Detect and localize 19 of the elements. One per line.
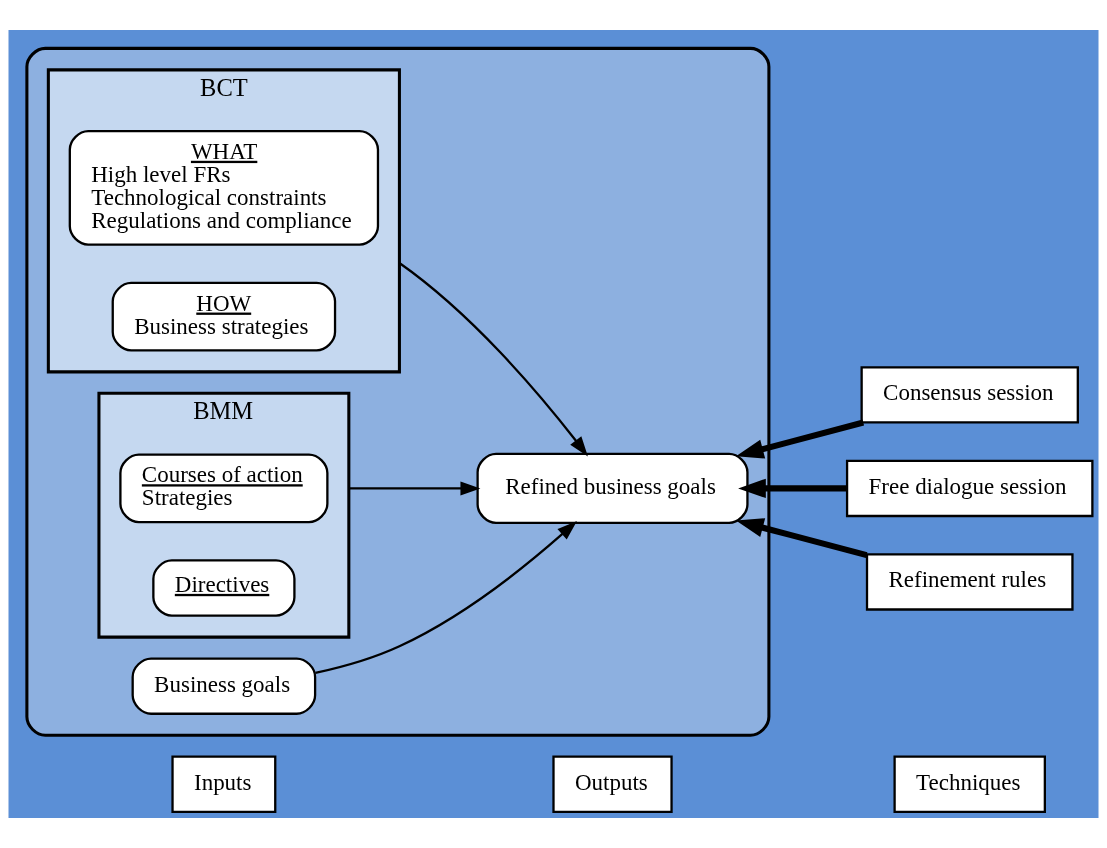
node-box: Courses of action Strategies (119, 453, 329, 524)
arrow (735, 518, 868, 559)
node-box: Directives (152, 559, 296, 617)
node-box: Inputs (171, 755, 277, 813)
arrow (738, 478, 847, 499)
node-box: Free dialogue session (845, 459, 1094, 518)
node-box: Consensus session (860, 366, 1079, 424)
arrow (398, 262, 588, 457)
node-box: Techniques (893, 755, 1046, 813)
node-box: HOW Business strategies (111, 281, 337, 352)
node-box: Business goals (131, 657, 317, 715)
arrow (315, 521, 577, 675)
arrow (735, 419, 865, 459)
cluster (25, 46, 771, 737)
node-box: WHAT High level FRs Technological constraints Regulations and compliance (68, 130, 380, 246)
node-box: Refined business goals (476, 452, 749, 525)
node-box: Refinement rules (865, 553, 1074, 611)
node-box: Outputs (552, 755, 673, 813)
arrow (348, 481, 481, 496)
